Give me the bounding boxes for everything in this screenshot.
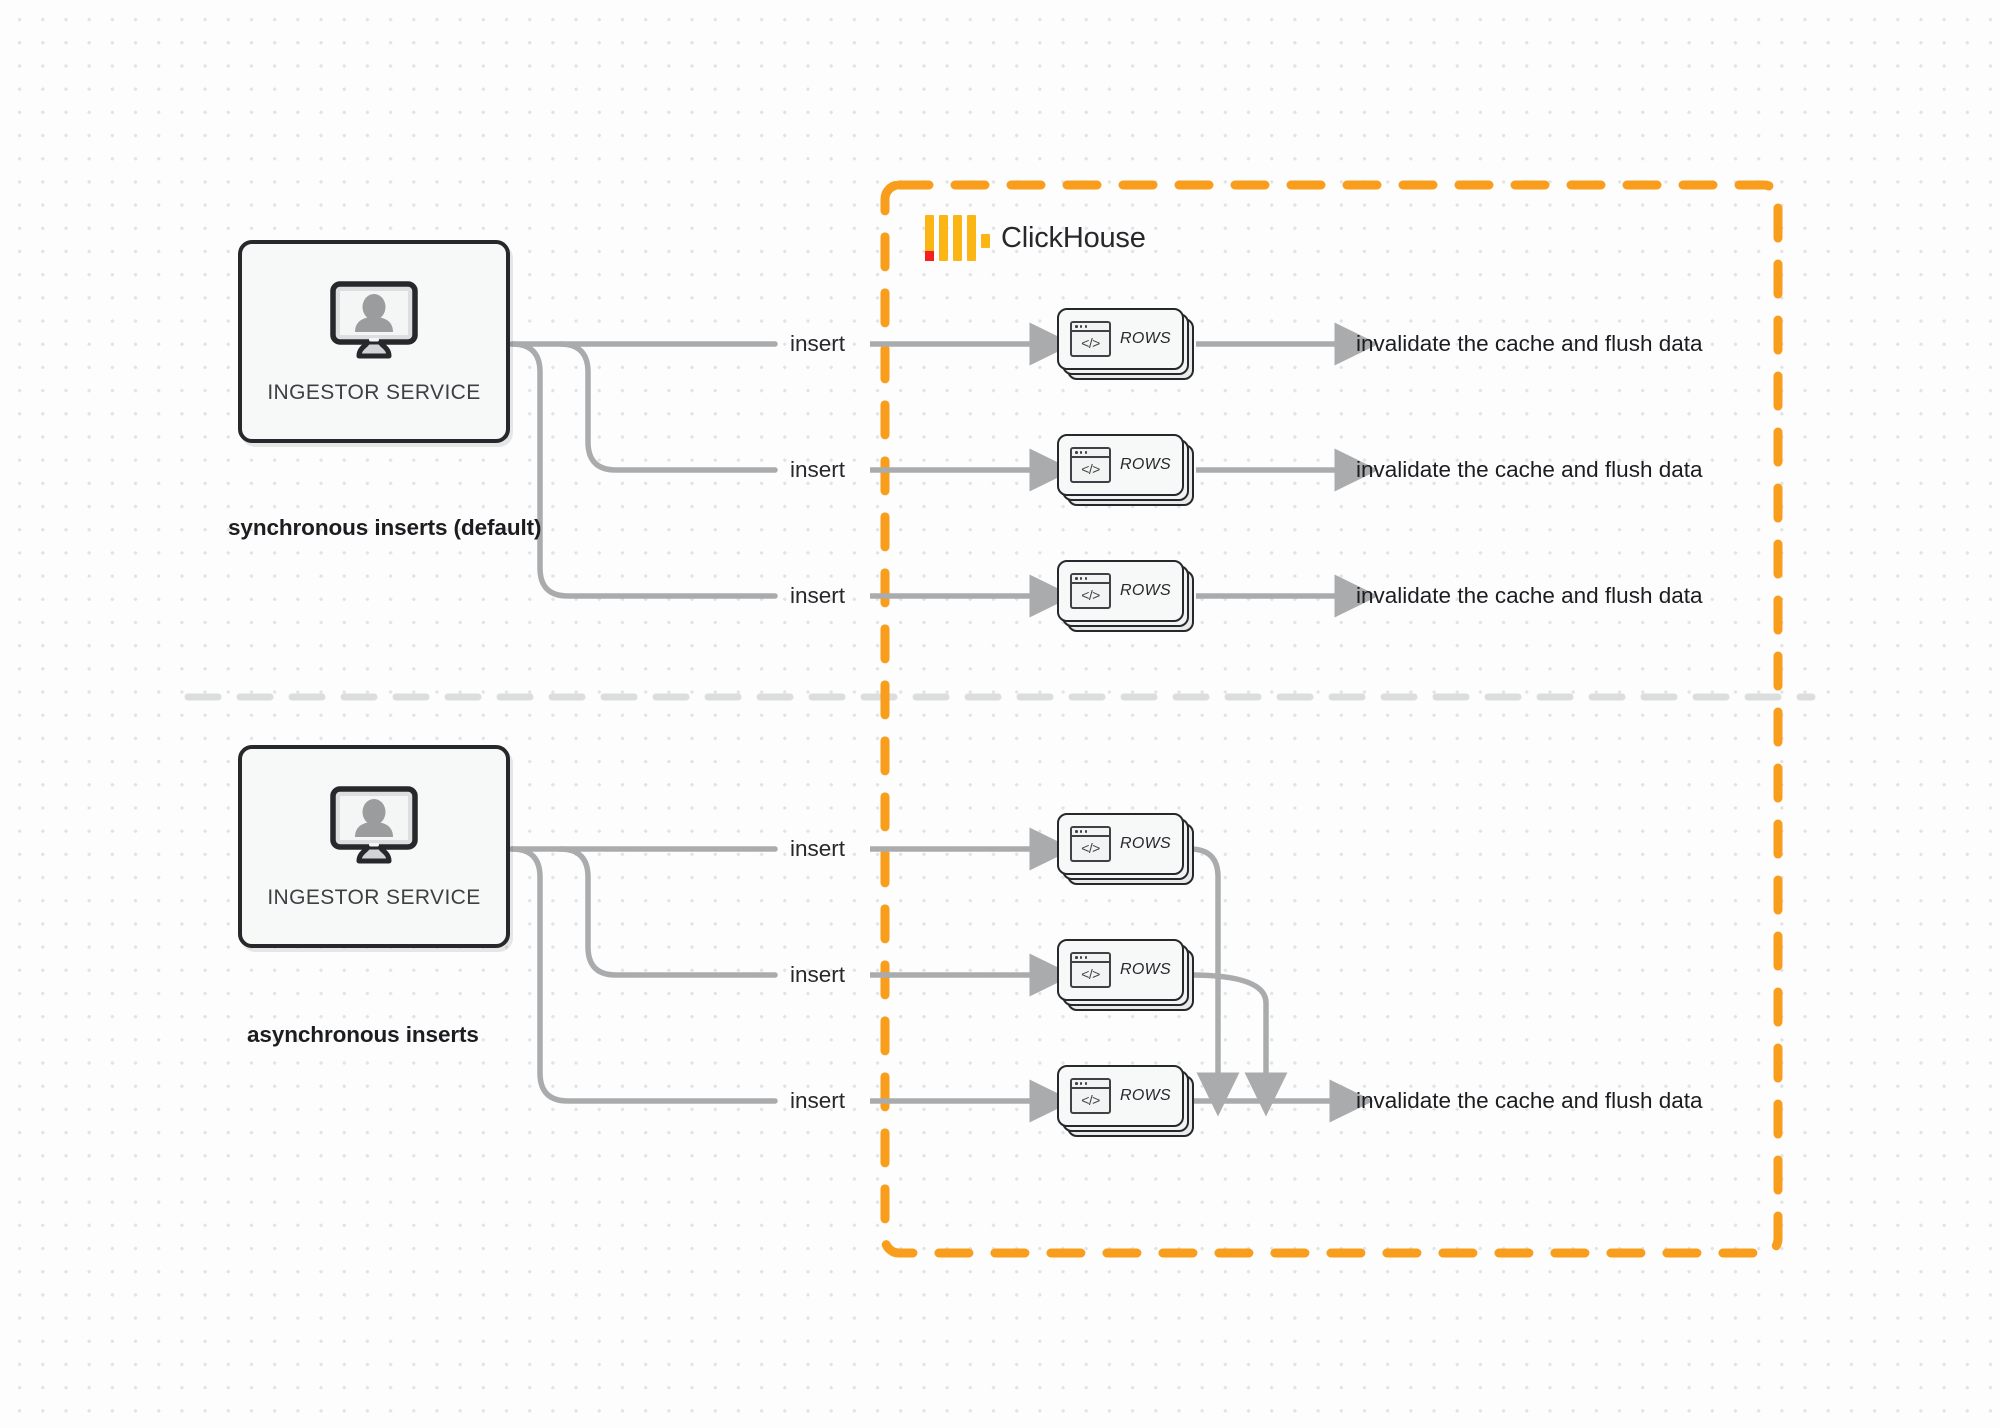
monitor-user-icon [328,785,420,872]
clickhouse-logo-icon [925,215,990,261]
code-window-icon: </> [1070,447,1111,483]
rows-card-front: </> ROWS [1057,308,1184,370]
rows-node[interactable]: </> ROWS [1057,308,1194,380]
ingestor-service-label: INGESTOR SERVICE [267,886,481,909]
rows-node[interactable]: </> ROWS [1057,813,1194,885]
rows-card-front: </> ROWS [1057,813,1184,875]
async-connectors [509,846,778,1104]
section-caption-sync: synchronous inserts (default) [228,515,542,540]
sync-insert-to-rows [870,322,1074,618]
code-window-icon: </> [1070,1078,1111,1114]
clickhouse-title: ClickHouse [1001,221,1146,254]
edge-label-insert: insert [790,583,846,608]
code-window-icon: </> [1070,573,1111,609]
code-window-icon: </> [1070,952,1111,988]
async-insert-to-rows [870,827,1074,1123]
clickhouse-boundary [880,180,1783,1258]
edge-label-insert: insert [790,1088,846,1113]
ingestor-service-node-sync[interactable]: INGESTOR SERVICE [238,240,510,443]
rows-label: ROWS [1120,582,1171,599]
sync-rows-to-sink [1196,322,1379,618]
rows-node[interactable]: </> ROWS [1057,1065,1194,1137]
sync-connectors [509,341,778,599]
edge-label-insert: insert [790,457,846,482]
async-merge-arrows [1187,846,1288,1117]
rows-card-front: </> ROWS [1057,939,1184,1001]
rows-label: ROWS [1120,456,1171,473]
edge-label-insert: insert [790,331,846,356]
rows-node[interactable]: </> ROWS [1057,939,1194,1011]
monitor-user-icon [328,280,420,367]
section-caption-async: asynchronous inserts [247,1022,479,1047]
edge-label-insert: insert [790,962,846,987]
rows-card-front: </> ROWS [1057,434,1184,496]
code-window-icon: </> [1070,826,1111,862]
clickhouse-header: ClickHouse [925,215,1146,261]
sink-label-invalidate-cache: invalidate the cache and flush data [1356,331,1703,356]
sink-label-invalidate-cache: invalidate the cache and flush data [1356,1088,1703,1113]
rows-card-front: </> ROWS [1057,1065,1184,1127]
edge-label-insert: insert [790,836,846,861]
sink-label-invalidate-cache: invalidate the cache and flush data [1356,457,1703,482]
rows-card-front: </> ROWS [1057,560,1184,622]
code-window-icon: </> [1070,321,1111,357]
rows-label: ROWS [1120,961,1171,978]
rows-node[interactable]: </> ROWS [1057,434,1194,506]
ingestor-service-label: INGESTOR SERVICE [267,381,481,404]
sink-label-invalidate-cache: invalidate the cache and flush data [1356,583,1703,608]
rows-label: ROWS [1120,1087,1171,1104]
rows-node[interactable]: </> ROWS [1057,560,1194,632]
rows-label: ROWS [1120,330,1171,347]
rows-label: ROWS [1120,835,1171,852]
ingestor-service-node-async[interactable]: INGESTOR SERVICE [238,745,510,948]
